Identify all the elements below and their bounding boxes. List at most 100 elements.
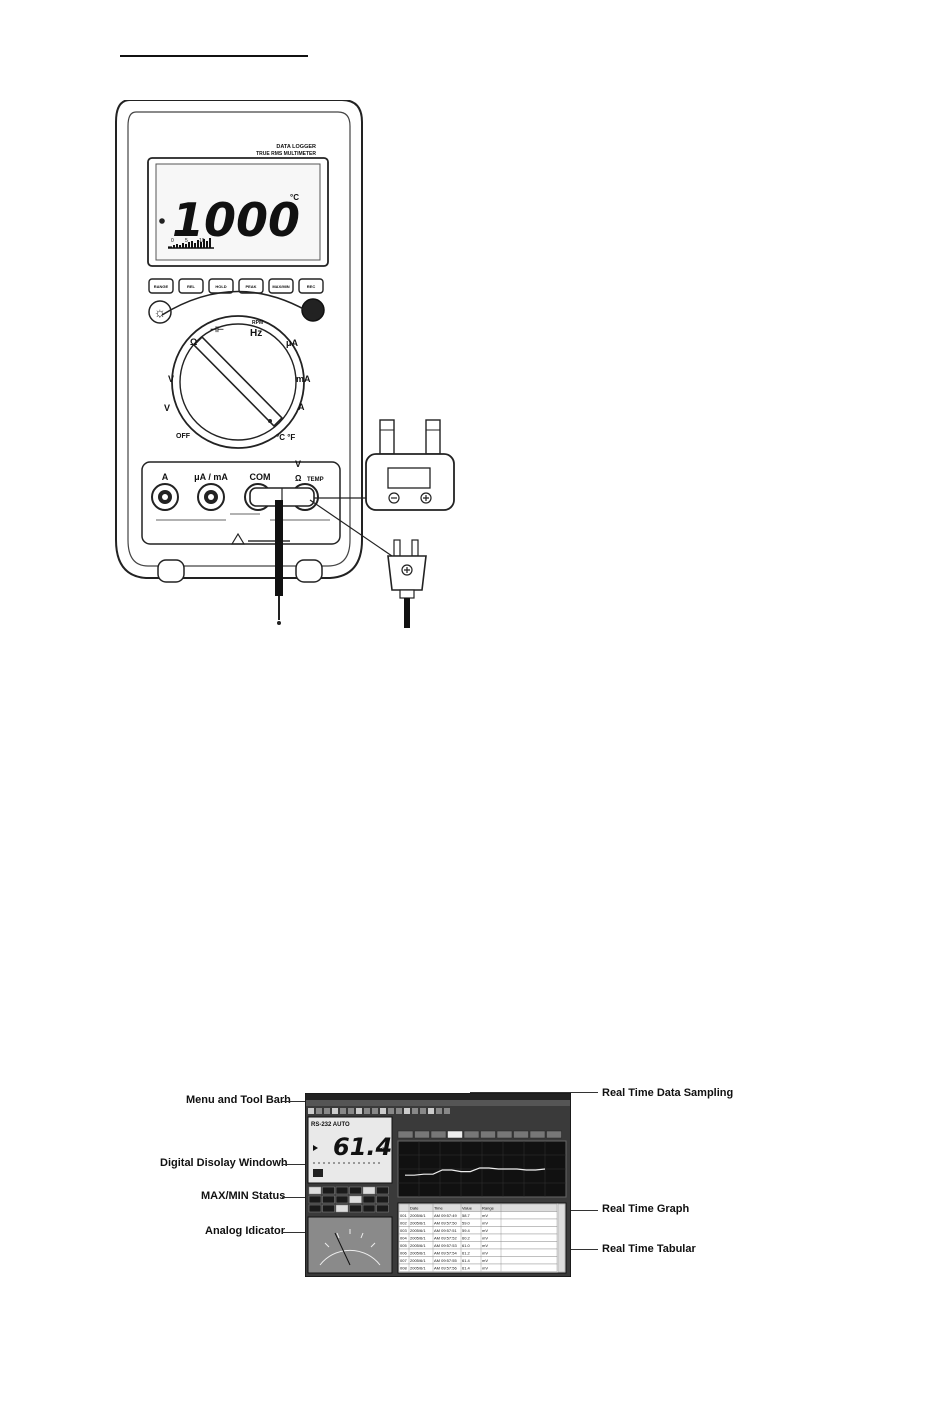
btn-label-rel: REL — [187, 284, 196, 289]
toolbar-button[interactable] — [364, 1108, 370, 1114]
lcd-reading: 1000 — [172, 193, 300, 247]
graph-trace — [405, 1167, 546, 1176]
maxmin-cell — [322, 1195, 335, 1204]
jack-label-temp: TEMP — [307, 477, 324, 483]
maxmin-cell — [322, 1204, 335, 1213]
table-cell: 001 — [400, 1213, 407, 1218]
view-tab[interactable] — [496, 1130, 513, 1139]
bar-segment — [176, 244, 178, 248]
rec-button[interactable] — [298, 278, 324, 294]
table-cell: 2005/6/1 — [410, 1266, 426, 1271]
jack-a[interactable] — [151, 483, 179, 511]
table-cell: 58.7 — [462, 1213, 471, 1218]
btn-label-rec: REC — [307, 284, 316, 289]
toolbar-button[interactable] — [308, 1108, 314, 1114]
dial-label-vac: V — [164, 403, 170, 413]
maxmin-cell — [335, 1195, 349, 1204]
jack-label-ohm: Ω — [295, 474, 302, 483]
toolbar-button[interactable] — [332, 1108, 338, 1114]
bar-segment — [206, 241, 208, 248]
view-tabs[interactable] — [397, 1130, 562, 1139]
table-cell: 2005/6/1 — [410, 1258, 426, 1263]
range-button[interactable] — [148, 278, 174, 294]
jack-ua-ma[interactable] — [197, 483, 225, 511]
toolbar-button[interactable] — [428, 1108, 434, 1114]
view-tab[interactable] — [546, 1130, 562, 1139]
toolbar-button[interactable] — [356, 1108, 362, 1114]
table-cell: 61.4 — [462, 1258, 471, 1263]
table-header-cell: Time — [434, 1206, 444, 1211]
maxmin-cell — [376, 1204, 389, 1213]
view-tab[interactable] — [513, 1130, 529, 1139]
toolbar-button[interactable] — [388, 1108, 394, 1114]
view-tab[interactable] — [447, 1130, 463, 1139]
callout-maxmin-status: MAX/MIN Status — [201, 1190, 286, 1202]
table-row[interactable] — [398, 1263, 558, 1272]
toolbar-button[interactable] — [420, 1108, 426, 1114]
dial-label-a: A — [298, 402, 305, 412]
view-tab[interactable] — [414, 1130, 430, 1139]
lcd-bar-graph — [168, 238, 214, 249]
toolbar-button[interactable] — [372, 1108, 378, 1114]
toolbar-button[interactable] — [316, 1108, 322, 1114]
header-rule — [120, 55, 308, 57]
toolbar-button[interactable] — [348, 1108, 354, 1114]
maxmin-button[interactable] — [268, 278, 294, 294]
callout-digital-display: Digital Disolay Windowh — [160, 1157, 288, 1169]
maxmin-cell — [376, 1186, 389, 1195]
meter-foot-left — [157, 559, 185, 583]
bar-tick-0: 0 — [171, 238, 174, 244]
backlight-button[interactable] — [148, 300, 172, 324]
toolbar-button[interactable] — [396, 1108, 402, 1114]
toolbar-button[interactable] — [436, 1108, 442, 1114]
table-cell: 008 — [400, 1266, 407, 1271]
callout-realtime-tabular: Real Time Tabular — [602, 1243, 696, 1255]
table-cell: mV — [482, 1243, 488, 1248]
dial-label-rpm: RPM — [252, 320, 263, 326]
view-tab[interactable] — [529, 1130, 546, 1139]
table-cell: 007 — [400, 1258, 407, 1263]
maxmin-cell — [362, 1195, 376, 1204]
dial-label-ma: mA — [296, 374, 311, 384]
dial-label-hz: Hz — [250, 328, 262, 339]
table-cell: AM 09:57:50 — [434, 1221, 457, 1226]
toolbar-button[interactable] — [412, 1108, 418, 1114]
view-tab[interactable] — [463, 1130, 480, 1139]
table-header — [398, 1203, 558, 1212]
maxmin-cell — [308, 1186, 322, 1195]
toolbar-button[interactable] — [404, 1108, 410, 1114]
view-tab[interactable] — [480, 1130, 496, 1139]
callout-menu-toolbar: Menu and Tool Barh — [186, 1094, 291, 1106]
maxmin-cell — [349, 1204, 362, 1213]
table-scrollbar[interactable] — [557, 1203, 566, 1273]
btn-label-peak: PEAK — [245, 284, 256, 289]
toolbar-button[interactable] — [380, 1108, 386, 1114]
digital-display-header: RS-232 AUTO — [311, 1122, 350, 1128]
table-cell: 59.4 — [462, 1228, 471, 1233]
jack-label-ua-ma: μA / mA — [194, 472, 228, 482]
menu-bar[interactable] — [306, 1100, 570, 1106]
maxmin-cell — [335, 1204, 349, 1213]
table-cell: AM 09:57:53 — [434, 1243, 457, 1248]
toolbar-button[interactable] — [444, 1108, 450, 1114]
view-tab[interactable] — [430, 1130, 447, 1139]
power-button[interactable] — [301, 298, 325, 322]
dial-label-vdc: V — [168, 374, 174, 384]
btn-label-maxmin: MAX/MIN — [272, 284, 289, 289]
table-cell: 2005/6/1 — [410, 1243, 426, 1248]
bar-segment — [209, 238, 211, 248]
table-cell: 61.2 — [462, 1251, 471, 1256]
toolbar-button[interactable] — [340, 1108, 346, 1114]
dial-knob-bar[interactable] — [192, 335, 284, 428]
bar-segment — [188, 242, 190, 248]
table-cell: 2005/6/1 — [410, 1236, 426, 1241]
rel-button[interactable] — [178, 278, 204, 294]
table-cell: 61.0 — [462, 1243, 471, 1248]
tool-bar[interactable] — [308, 1108, 450, 1114]
bar-tick-10: 10 — [199, 238, 205, 244]
maxmin-cell — [308, 1195, 322, 1204]
dial-label-off: OFF — [176, 433, 191, 440]
toolbar-button[interactable] — [324, 1108, 330, 1114]
view-tab[interactable] — [397, 1130, 414, 1139]
